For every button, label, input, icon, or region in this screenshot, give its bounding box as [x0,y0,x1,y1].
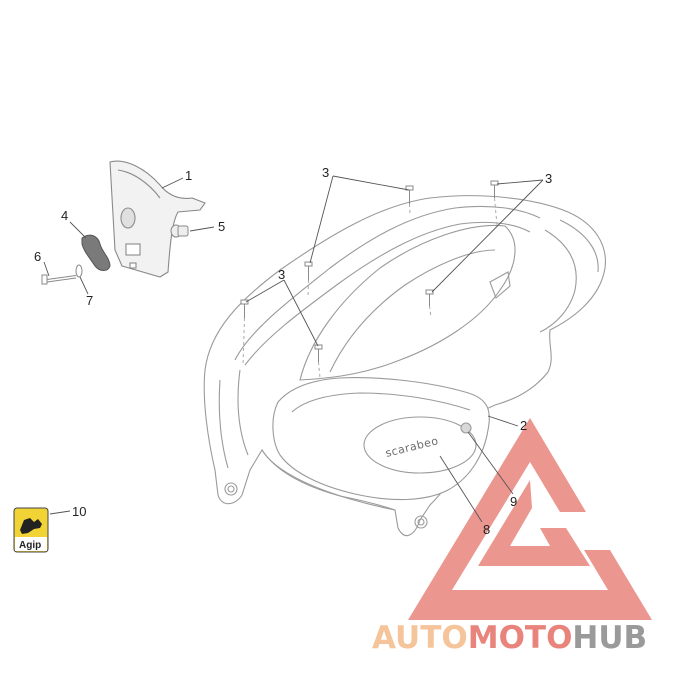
agip-lubricant-icon [13,507,49,553]
screw-icon [405,185,414,204]
washer-part [75,264,83,278]
screw-icon [304,261,313,280]
callout-8: 8 [483,522,490,537]
watermark-triangle [408,418,652,620]
screws-group [240,180,499,379]
callout-1: 1 [185,168,192,183]
screw-icon [240,299,249,318]
callout-9: 9 [510,494,517,509]
bolt-part [41,274,77,285]
callout-5: 5 [218,219,225,234]
callout-labels: 1 2 3 3 3 4 5 6 7 8 9 10 [34,165,552,537]
callout-4: 4 [61,208,68,223]
watermark-text-hub: HUB [572,620,647,656]
callout-7: 7 [86,293,93,308]
callout-3-top-left: 3 [322,165,329,180]
callout-3-middle: 3 [278,267,285,282]
watermark-text-moto: MOTO [468,620,573,656]
grommet-part [170,224,189,238]
callout-3-top-right: 3 [545,171,552,186]
badge-ellipse [363,416,477,474]
rubber-pad-part [81,234,111,271]
screw-icon [314,344,323,362]
front-shield [203,195,606,537]
watermark-text: AUTOMOTOHUB [372,620,647,656]
watermark-triangle-inner [478,480,590,566]
callout-2: 2 [520,418,527,433]
callout-10: 10 [72,504,86,519]
screw-icon [490,180,499,198]
callout-6: 6 [34,249,41,264]
glove-box-panel [272,377,490,501]
badge-fastener [460,422,472,434]
agip-label: Agip [19,540,41,551]
svg-text:AUTOMOTOHUB: AUTOMOTOHUB [372,620,647,656]
leader-lines [43,175,544,523]
watermark-text-auto: AUTO [372,620,468,656]
screw-icon [425,289,434,306]
agip-dog-icon [20,518,42,534]
small-cover-part [109,160,206,278]
watermark-logo [408,418,652,620]
